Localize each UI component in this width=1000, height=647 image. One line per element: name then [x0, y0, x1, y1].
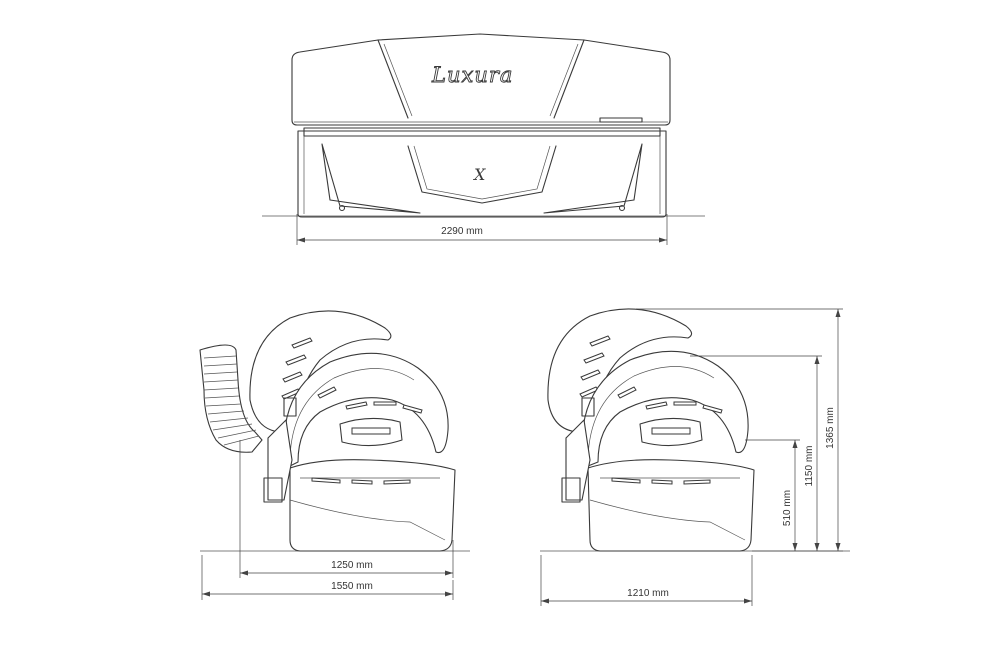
- exhaust-hose: [199, 344, 263, 453]
- dim-width-label: 2290 mm: [441, 226, 483, 237]
- front-canopy-crease-right: [553, 39, 585, 119]
- side-left-hinge-box: [263, 477, 283, 503]
- front-center-panel-inner: [413, 145, 551, 200]
- side-right-canopy-inner: [587, 366, 715, 459]
- dim-height-total-label: 1365 mm: [825, 407, 836, 449]
- dim-depth-closed-arrow-right: [445, 570, 453, 576]
- front-base-left-panel: [321, 143, 421, 214]
- side-right-base-curve: [589, 499, 746, 541]
- dim-height-bench-arrow-bottom: [792, 543, 798, 551]
- side-left-base-vents: [311, 477, 411, 485]
- front-emblem: X: [472, 165, 486, 184]
- dim-height-total-arrow-bottom: [835, 543, 841, 551]
- front-foot-right: [618, 204, 626, 212]
- dim-height-total-arrow-top: [835, 309, 841, 317]
- dim-height-canopy-label: 1150 mm: [804, 446, 815, 487]
- dim-depth-hose-arrow-left: [202, 591, 210, 597]
- dim-height-bench-label: 510 mm: [782, 490, 793, 526]
- side-left-base: [289, 459, 456, 552]
- side-right-face-grille: [651, 427, 691, 435]
- front-base: [297, 130, 667, 218]
- front-canopy-crease-right-2: [549, 43, 579, 117]
- hose-ribs: [203, 355, 260, 446]
- side-right-base: [587, 459, 755, 552]
- side-right-front-canopy: [581, 350, 749, 467]
- side-left-rear-vents: [281, 337, 313, 400]
- side-right-rear-vents: [579, 335, 611, 398]
- side-left-front-vents: [317, 386, 423, 414]
- side-left-base-curve: [289, 499, 446, 541]
- dim-depth-hose-arrow-right: [445, 591, 453, 597]
- dim-depth-side-label: 1210 mm: [627, 588, 669, 599]
- side-left-hinge-top: [283, 397, 297, 417]
- front-canopy-crease-left: [377, 39, 409, 119]
- side-right-hinge: [565, 419, 591, 501]
- side-right-base-vents: [611, 477, 711, 485]
- dim-depth-closed-label: 1250 mm: [331, 560, 373, 571]
- front-canopy-handle: [599, 117, 643, 123]
- front-logo: Luxura: [431, 63, 513, 87]
- dim-depth-side-arrow-right: [744, 598, 752, 604]
- dim-height-canopy-arrow-bottom: [814, 543, 820, 551]
- side-right-hinge-top: [581, 397, 595, 417]
- side-view-open: 1250 mm 1550 mm: [199, 310, 470, 600]
- dim-depth-hose-label: 1550 mm: [331, 581, 373, 592]
- side-right-hinge-box: [561, 477, 581, 503]
- side-right-front-vents: [617, 386, 723, 414]
- front-canopy: [291, 33, 671, 126]
- side-left-canopy-inner: [289, 368, 415, 459]
- front-view: X Luxura 2290 mm: [262, 33, 705, 245]
- dim-width-arrow-right: [659, 237, 667, 243]
- dim-depth-closed-arrow-left: [240, 570, 248, 576]
- front-center-panel: [407, 145, 557, 204]
- front-top-rail: [303, 127, 661, 137]
- dim-height-bench-arrow-top: [792, 440, 798, 448]
- front-foot-left: [338, 204, 346, 212]
- side-left-front-canopy: [283, 352, 449, 467]
- side-left-face-grille: [351, 427, 391, 435]
- side-view-heights: 1210 mm 510 mm 1150 mm 1365 mm: [540, 308, 850, 606]
- dim-depth-side-arrow-left: [541, 598, 549, 604]
- front-base-right-panel: [543, 143, 643, 214]
- dim-height-canopy-arrow-top: [814, 356, 820, 364]
- side-left-hinge: [267, 419, 293, 501]
- front-canopy-crease-left-2: [383, 43, 413, 117]
- dim-width-arrow-left: [297, 237, 305, 243]
